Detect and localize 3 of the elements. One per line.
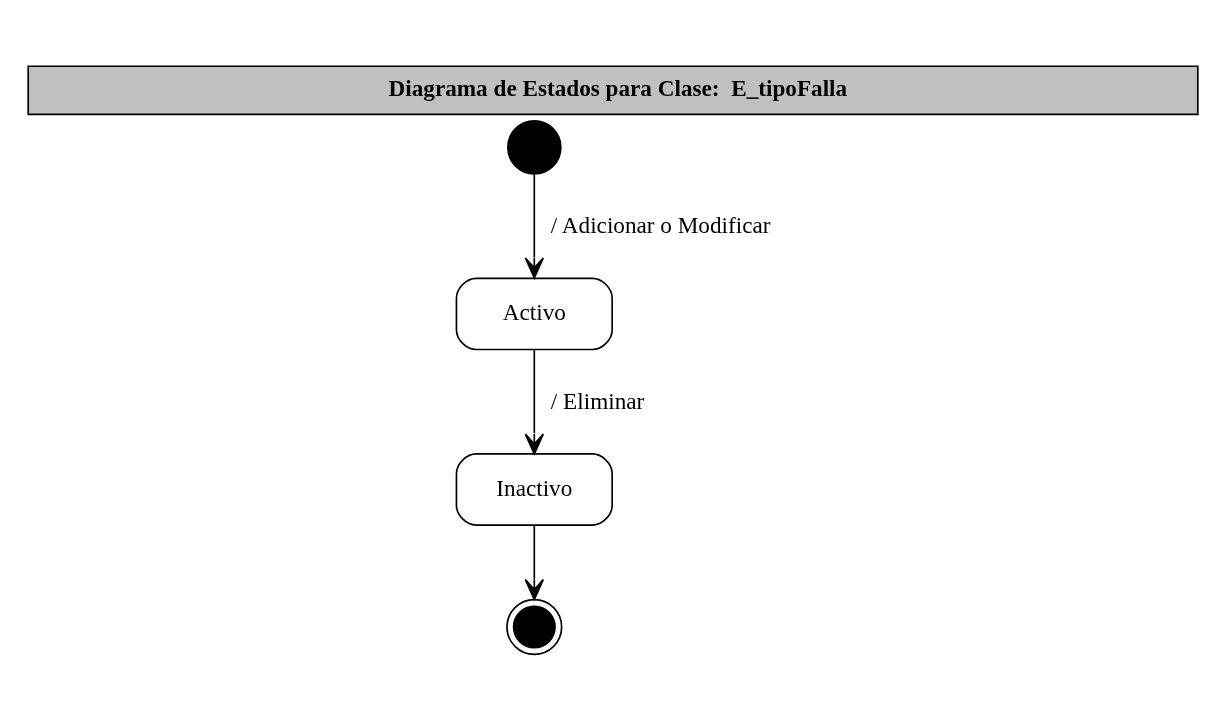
- diagram-title: Diagrama de Estados para Clase: E_tipoFalla: [388, 74, 848, 101]
- edge-label: / Eliminar: [550, 387, 645, 414]
- edge-label: / Adicionar o Modificar: [550, 212, 771, 239]
